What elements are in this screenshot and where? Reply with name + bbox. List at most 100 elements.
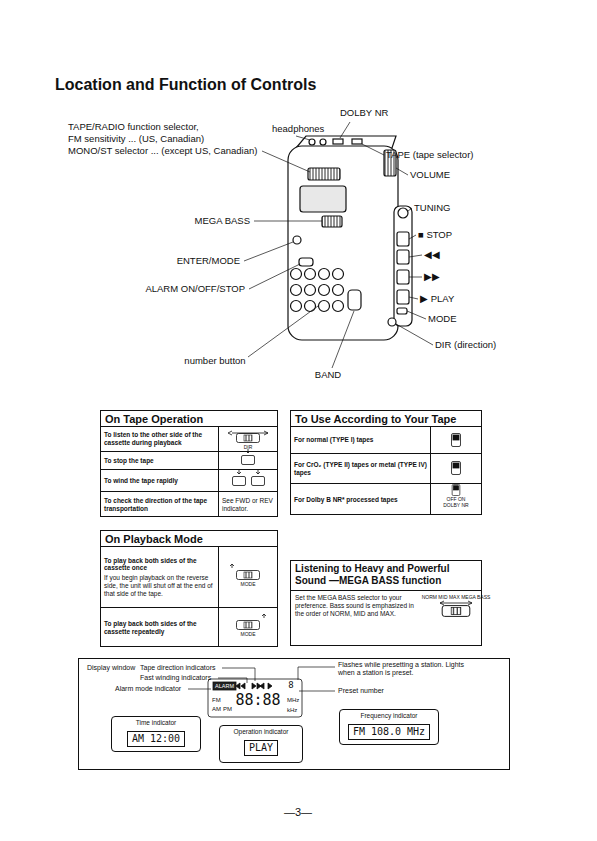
- cassette-player: [397, 232, 409, 246]
- leader-line: [248, 306, 318, 357]
- cassette-player: [388, 318, 396, 326]
- callout-label: Alarm mode indicator: [115, 685, 181, 693]
- control-icon: [237, 571, 260, 580]
- leader-line: [396, 324, 433, 345]
- part-label: number button: [184, 356, 245, 366]
- leader-line: [254, 221, 322, 222]
- control-icon: [452, 484, 460, 495]
- cassette-player: [299, 258, 313, 266]
- part-label: ■ STOP: [418, 230, 452, 240]
- part-label: ENTER/MODE: [177, 256, 240, 266]
- box-text: AM 12:00: [127, 731, 185, 747]
- panel-heading: To Use According to Your Tape: [291, 411, 481, 427]
- leader-line: [409, 255, 422, 257]
- leader-line: [407, 311, 426, 319]
- lcd-display: [208, 679, 302, 717]
- box-text: For Dolby B NR* processed tapes: [294, 496, 427, 504]
- lcd-segment: MHz: [287, 697, 299, 704]
- box-text: To wind the tape rapidly: [104, 477, 215, 485]
- table-cell: To check the direction of the tape trans…: [101, 492, 219, 517]
- control-icon: [252, 477, 265, 486]
- table-row: To stop the tape: [101, 451, 277, 469]
- leader-line: [408, 208, 412, 211]
- cassette-player: [305, 285, 316, 296]
- callout-label: MODE: [241, 582, 256, 588]
- lcd-segment: AM: [212, 706, 221, 713]
- control-icon: [452, 434, 461, 447]
- info-panel: Listening to Heavy and Powerful Sound —M…: [290, 560, 482, 646]
- leader-line: [409, 277, 422, 278]
- leader-line: [249, 264, 300, 289]
- control-icon: [452, 462, 461, 475]
- control-icon: [237, 470, 260, 474]
- cassette-player: [288, 146, 398, 340]
- cassette-player: [333, 139, 343, 144]
- cassette-player: [398, 208, 408, 218]
- control-icon: [237, 621, 260, 630]
- lcd-display: [236, 683, 272, 689]
- control-icon: [242, 456, 255, 465]
- lcd-segment: FM: [212, 697, 221, 704]
- box-text: Time indicator: [116, 719, 196, 728]
- part-label: ALARM ON/OFF/STOP: [145, 284, 245, 294]
- table-cell: To stop the tape: [101, 452, 219, 469]
- control-icon: [442, 606, 470, 617]
- table-row: For CrO₂ (TYPE II) tapes or metal (TYPE …: [291, 453, 481, 483]
- box-text: FM 108.0 MHz: [348, 724, 430, 740]
- cassette-player: [333, 285, 344, 296]
- box-text: To check the direction of the tape trans…: [104, 497, 215, 513]
- cassette-player: [319, 269, 330, 280]
- cassette-player: [320, 139, 326, 145]
- cassette-player: [333, 269, 344, 280]
- table-cell: To play back both sides of the cassette …: [101, 547, 219, 607]
- table-row: For normal (TYPE I) tapes: [291, 427, 481, 453]
- part-label: VOLUME: [410, 170, 450, 180]
- cassette-player: [308, 168, 340, 180]
- control-icon: [237, 434, 260, 443]
- panel-heading: On Tape Operation: [101, 411, 277, 427]
- table-panel: On Playback ModeTo play back both sides …: [100, 530, 278, 647]
- table-cell: To listen to the other side of the casse…: [101, 427, 219, 451]
- callout-label: Tape direction indicators: [140, 664, 216, 672]
- part-label: BAND: [315, 370, 341, 380]
- panel-heading: Display window: [87, 664, 135, 671]
- part-label: ▶ PLAY: [420, 294, 454, 304]
- panel-heading: On Playback Mode: [101, 531, 277, 547]
- part-label: FM sensitivity ... (US, Canadian): [68, 134, 204, 144]
- panel-heading: Listening to Heavy and Powerful Sound —M…: [291, 561, 481, 591]
- lcd-segment: 8: [288, 681, 293, 690]
- cassette-player: [397, 308, 407, 314]
- cassette-player: [305, 301, 316, 312]
- control-icon: [230, 564, 234, 568]
- callout-label: OFF ON: [447, 497, 466, 503]
- part-label: DOLBY NR: [340, 108, 388, 118]
- cassette-player: [291, 269, 302, 280]
- box-text: To stop the tape: [104, 457, 215, 465]
- part-label: ▶▶: [424, 272, 440, 282]
- box-text: For CrO₂ (TYPE II) tapes or metal (TYPE …: [294, 461, 427, 477]
- table-cell: To play back both sides of the cassette …: [101, 608, 219, 647]
- box-text: PLAY: [244, 740, 278, 756]
- leader-line: [296, 136, 310, 140]
- table-cell: For normal (TYPE I) tapes: [291, 427, 431, 453]
- box-text: On Tape Operation: [105, 413, 273, 426]
- part-label: TUNING: [414, 203, 450, 213]
- lcd-segment: 88:88: [235, 693, 280, 708]
- cassette-player: [352, 139, 362, 144]
- box-text: Set the MEGA BASS selector to your prefe…: [295, 594, 421, 618]
- lcd-segment: PM: [223, 706, 232, 713]
- part-label: MEGA BASS: [195, 216, 250, 226]
- indicator-content: Operation indicatorPLAY: [224, 728, 298, 760]
- box-text: To play back both sides of the cassette …: [104, 620, 215, 636]
- cassette-player: [305, 269, 316, 280]
- table-cell: To wind the tape rapidly: [101, 470, 219, 491]
- callout-label: Preset number: [338, 687, 384, 695]
- control-icon: [228, 431, 268, 435]
- indicator-box: Frequency indicatorFM 108.0 MHz: [339, 709, 439, 745]
- table-row: To wind the tape rapidly: [101, 469, 277, 491]
- part-label: ◀◀: [424, 250, 440, 260]
- cassette-player: [293, 236, 301, 244]
- box-text: See FWD or REV indicator.: [222, 497, 274, 513]
- callout-label: DOLBY NR: [443, 503, 468, 509]
- cassette-player: [291, 285, 302, 296]
